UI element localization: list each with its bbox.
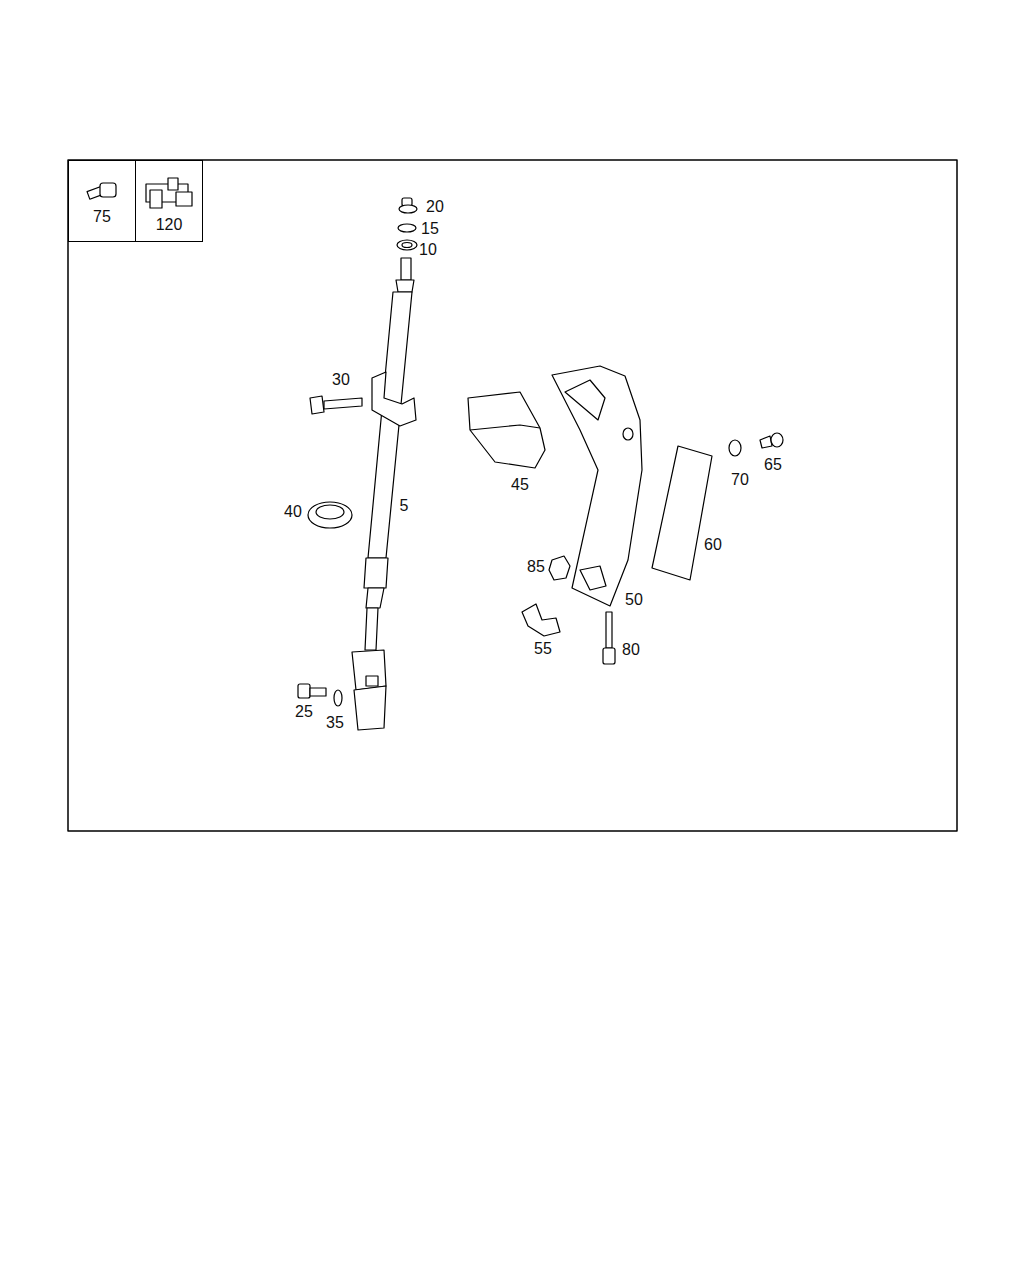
part-number: 75 (69, 208, 135, 226)
callout-number: 25 (294, 703, 314, 721)
legend-box: 75 (68, 160, 136, 242)
callout-number: 65 (763, 456, 783, 474)
legend-box: 120 (135, 160, 203, 242)
callout-number: 15 (420, 220, 440, 238)
callout-number: 10 (418, 241, 438, 259)
callout-number: 50 (624, 591, 644, 609)
callout-number: 70 (730, 471, 750, 489)
callout-number: 40 (283, 503, 303, 521)
callout-number: 5 (399, 497, 410, 515)
callout-number: 80 (621, 641, 641, 659)
callout-number: 60 (703, 536, 723, 554)
part-number: 120 (136, 216, 202, 234)
callout-number: 20 (425, 198, 445, 216)
callout-number: 30 (331, 371, 351, 389)
callout-number: 55 (533, 640, 553, 658)
callout-number: 45 (510, 476, 530, 494)
callout-number: 85 (526, 558, 546, 576)
callout-number: 35 (325, 714, 345, 732)
